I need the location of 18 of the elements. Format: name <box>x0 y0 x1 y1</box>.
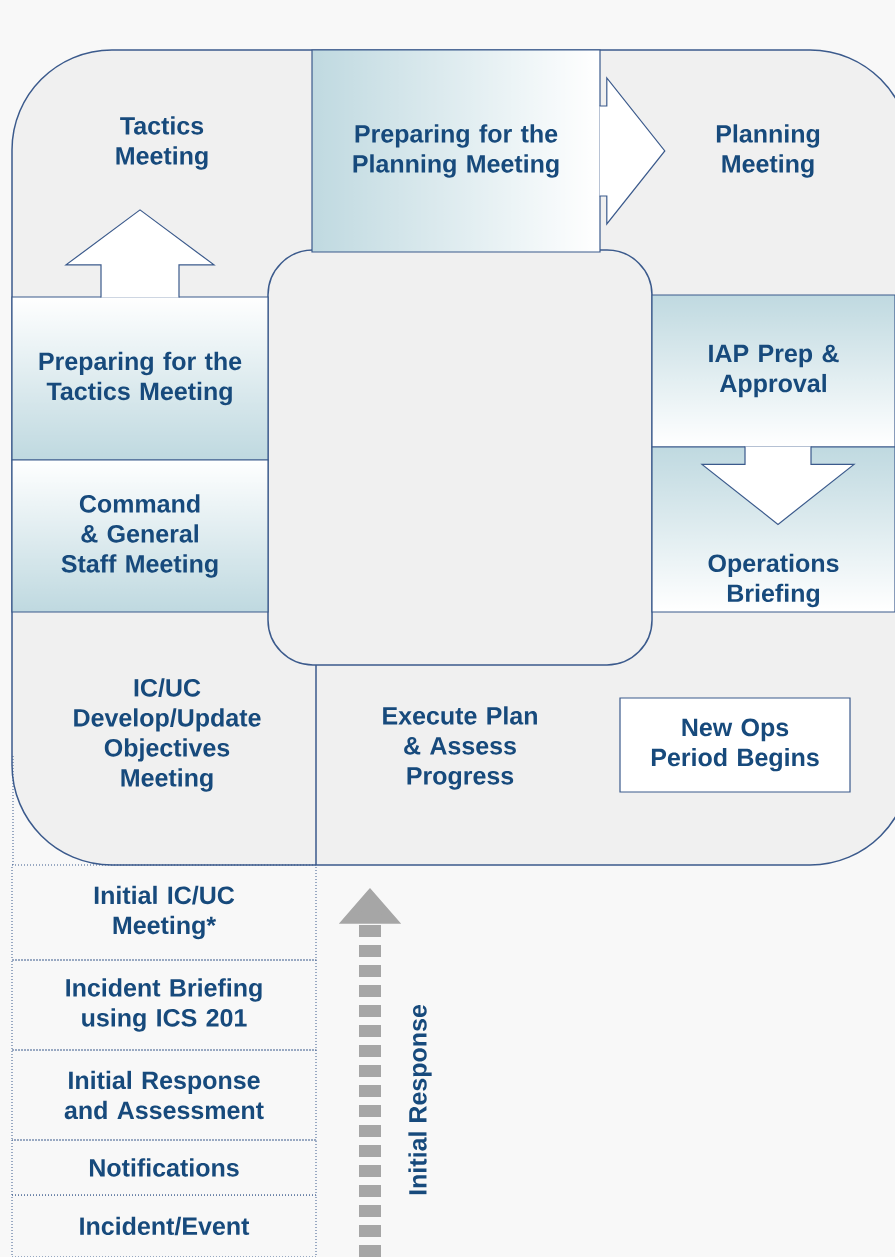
edge-label: Initial Response <box>406 1002 434 1198</box>
step-box: Notifications <box>11 1139 317 1196</box>
step-box: Initial IC/UC Meeting* <box>11 864 317 961</box>
process-box: Preparing for the Planning Meeting <box>311 49 601 253</box>
process-box: New Ops Period Begins <box>619 697 851 793</box>
process-box: Command & General Staff Meeting <box>11 459 269 613</box>
block-arrow <box>599 76 666 226</box>
step-text: Planning Meeting <box>716 124 820 178</box>
step-text: IC/UC Develop/Update Objectives Meeting <box>74 678 261 792</box>
block-arrow <box>700 446 856 526</box>
step-text: Execute Plan & Assess Progress <box>383 706 537 790</box>
process-box: IAP Prep & Approval <box>651 294 895 448</box>
step-box: Incident/Event <box>11 1194 317 1257</box>
block-arrow <box>64 209 216 298</box>
step-box: Initial Response and Assessment <box>11 1049 317 1141</box>
process-box: Preparing for the Tactics Meeting <box>11 296 269 461</box>
step-text: Tactics Meeting <box>116 116 208 170</box>
step-box: Incident Briefing using ICS 201 <box>11 959 317 1051</box>
